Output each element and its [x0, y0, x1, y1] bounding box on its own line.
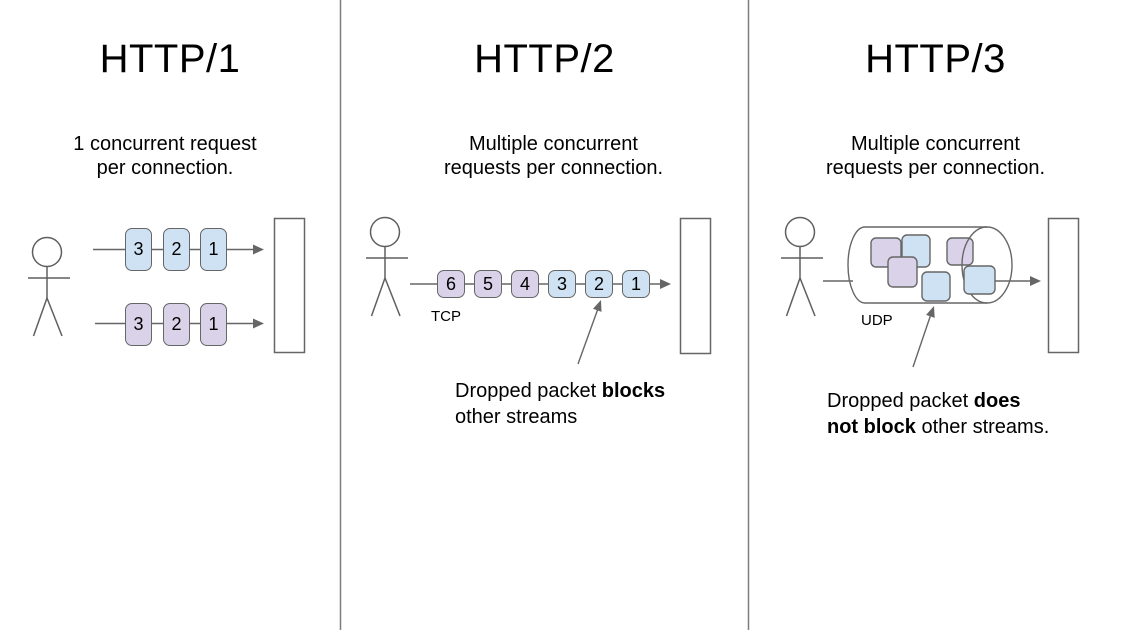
arrow-right-icon: [253, 318, 264, 329]
packet-box: [963, 265, 996, 295]
packet-box: 3: [125, 228, 152, 271]
packet-box: [946, 237, 974, 266]
tunnel-opening: [961, 226, 1013, 304]
client-stick-figure-icon: [27, 236, 71, 337]
http1-title: HTTP/1: [99, 37, 241, 81]
packet-box: 2: [585, 270, 613, 298]
packet-box: 3: [125, 303, 152, 346]
http1-subtitle: 1 concurrent request per connection.: [73, 133, 257, 179]
http2-title: HTTP/2: [474, 37, 615, 81]
note-bold-text: does not block: [827, 390, 1021, 438]
client-stick-figure-icon: [780, 216, 824, 317]
note-text: other streams: [455, 406, 578, 428]
packet-box: 2: [163, 303, 190, 346]
http2-subtitle: Multiple concurrent requests per connect…: [443, 133, 664, 179]
packet-box: 6: [437, 270, 465, 298]
packet-box: 1: [200, 303, 227, 346]
note-text: Dropped packet: [455, 380, 602, 402]
client-stick-figure-icon: [365, 216, 409, 317]
packet-box: 5: [474, 270, 502, 298]
packet-box: 1: [200, 228, 227, 271]
http3-dropped-packet-note: Dropped packet does not block other stre…: [827, 388, 1097, 440]
packet-box: 1: [622, 270, 650, 298]
stream-packets: [870, 234, 974, 302]
arrow-right-icon: [253, 244, 264, 255]
packet-box: 3: [548, 270, 576, 298]
note-bold-text: blocks: [601, 380, 666, 402]
http3-subtitle: Multiple concurrent requests per connect…: [825, 133, 1046, 179]
udp-protocol-label: UDP: [861, 312, 893, 329]
server-box: [679, 217, 712, 355]
http3-title: HTTP/3: [865, 37, 1006, 81]
tcp-protocol-label: TCP: [431, 308, 461, 325]
dropped-packet-pointer-icon: [912, 306, 935, 368]
note-text: other streams.: [915, 416, 1050, 438]
packet-box: [887, 256, 918, 288]
arrow-right-icon: [1030, 276, 1041, 286]
packet-box: 2: [163, 228, 190, 271]
http2-dropped-packet-note: Dropped packet blocks other streams: [455, 378, 715, 430]
dropped-packet-pointer-icon: [577, 300, 602, 365]
arrow-right-icon: [660, 279, 671, 289]
note-text: Dropped packet: [827, 390, 974, 412]
packet-box: [921, 271, 951, 302]
packet-box: 4: [511, 270, 539, 298]
server-box: [273, 217, 306, 354]
server-box: [1047, 217, 1080, 354]
udp-tunnel-cylinder: [847, 226, 987, 304]
